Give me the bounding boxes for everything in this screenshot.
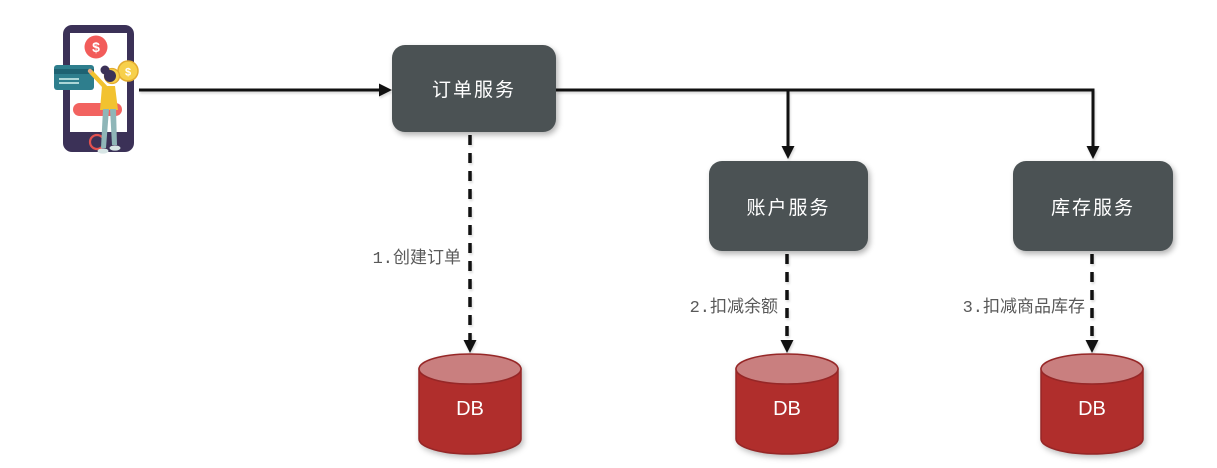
service-node-order: 订单服务 (392, 45, 556, 132)
database-label: DB (773, 398, 801, 420)
service-node-account: 账户服务 (709, 161, 868, 251)
dollar-sign-text: $ (125, 67, 131, 79)
database-node-account: DB (734, 352, 840, 456)
arrow-account-to-db (780, 254, 794, 353)
service-label: 订单服务 (431, 80, 516, 101)
database-cylinder-icon (1040, 353, 1144, 455)
arrow-user-to-order (139, 83, 392, 97)
step-label-deduct-balance: 2.扣减余额 (687, 292, 780, 318)
dollar-badge-icon: $ (84, 35, 108, 59)
database-label: DB (1078, 398, 1106, 420)
database-cylinder-icon (418, 353, 522, 455)
person-figure (87, 65, 121, 154)
credit-card-icon (54, 65, 94, 90)
service-label: 库存服务 (1050, 197, 1135, 219)
arrow-order-to-db (463, 135, 477, 353)
arrow-order-to-services (556, 88, 1100, 159)
step-label-create-order: 1.创建订单 (370, 243, 463, 269)
user-payment-illustration: $ $ $ (54, 25, 139, 154)
step-label-deduct-stock: 3.扣减商品库存 (960, 292, 1087, 318)
database-node-order: DB (417, 352, 523, 456)
database-cylinder-icon (735, 353, 839, 455)
database-node-inventory: DB (1039, 352, 1145, 456)
arrow-inventory-to-db (1085, 254, 1099, 353)
service-label: 账户服务 (746, 197, 831, 219)
database-label: DB (456, 398, 484, 420)
dollar-sign-text: $ (92, 39, 100, 55)
service-node-inventory: 库存服务 (1013, 161, 1173, 251)
